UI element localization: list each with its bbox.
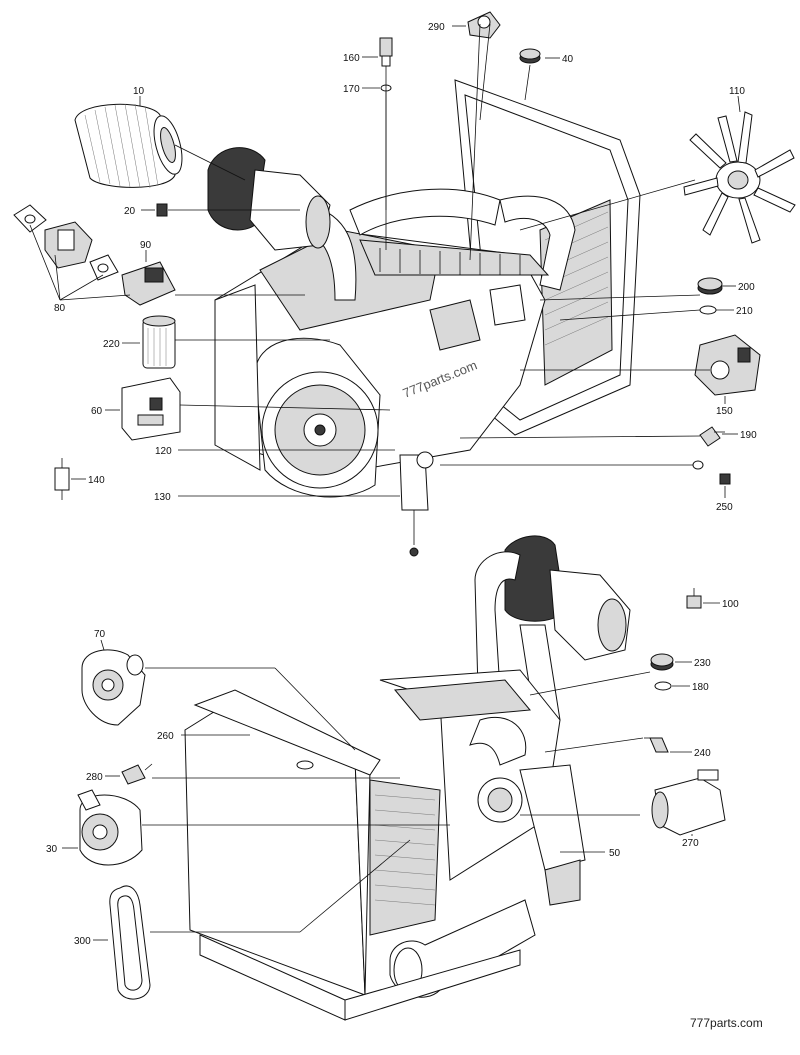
part-30-alternator [77, 789, 143, 866]
part-egr-valve [44, 221, 93, 269]
callout-100: 100 [722, 599, 739, 610]
callout-70: 70 [94, 629, 106, 640]
part-200-cap [697, 277, 723, 295]
callout-280: 280 [86, 772, 103, 783]
part-150-pump [694, 334, 761, 396]
part-280-sensor [121, 763, 153, 785]
part-40-cap [519, 48, 541, 64]
part-110-fan [683, 111, 796, 244]
callout-30: 30 [46, 844, 58, 855]
callout-120: 120 [155, 446, 172, 457]
callout-210: 210 [736, 306, 753, 317]
callout-60: 60 [91, 406, 103, 417]
callout-130: 130 [154, 492, 171, 503]
part-100-sensor [686, 588, 702, 609]
part-140-fuel-filter [54, 458, 70, 500]
upper-engine-assembly: 777parts.com [207, 79, 641, 557]
callout-220: 220 [103, 339, 120, 350]
part-160-sensor [379, 37, 393, 78]
callout-190: 190 [740, 430, 757, 441]
callout-260: 260 [157, 731, 174, 742]
lower-engine-assembly [184, 535, 631, 1021]
callout-110: 110 [729, 86, 745, 97]
part-180-o-ring [654, 681, 672, 691]
callout-250: 250 [716, 502, 733, 513]
part-90-actuator [121, 261, 176, 306]
callout-20: 20 [124, 206, 136, 217]
callout-160: 160 [343, 53, 360, 64]
part-20-plug [156, 203, 168, 217]
callout-50: 50 [609, 848, 621, 859]
part-70-water-pump [81, 649, 146, 726]
part-60-control-box [121, 377, 181, 441]
part-10-air-filter-element [74, 103, 183, 189]
part-290-thermostat-housing [467, 11, 501, 39]
callout-10: 10 [133, 86, 145, 97]
callout-140: 140 [88, 475, 105, 486]
part-190-sensor [699, 426, 725, 447]
leader-lines [29, 23, 710, 933]
callout-300: 300 [74, 936, 91, 947]
callout-labels: 290 160 40 170 10 110 20 90 80 200 210 2… [46, 22, 757, 947]
callout-150: 150 [716, 406, 733, 417]
callout-200: 200 [738, 282, 755, 293]
callout-230: 230 [694, 658, 711, 669]
watermark-footer: 777parts.com [690, 1016, 763, 1030]
part-230-cap [650, 653, 674, 671]
callout-40: 40 [562, 54, 574, 65]
part-220-oil-filter [142, 315, 176, 369]
callout-290: 290 [428, 22, 445, 33]
part-240-sensor [644, 737, 669, 753]
part-250-fitting [692, 460, 731, 485]
part-210-o-ring [699, 305, 717, 315]
callout-170: 170 [343, 84, 360, 95]
part-300-belt [109, 885, 151, 1000]
callout-80: 80 [54, 303, 66, 314]
callout-90: 90 [140, 240, 152, 251]
part-80-gaskets [13, 204, 119, 281]
part-270-starter [651, 769, 726, 836]
callout-270: 270 [682, 838, 699, 849]
callout-180: 180 [692, 682, 709, 693]
callout-240: 240 [694, 748, 711, 759]
